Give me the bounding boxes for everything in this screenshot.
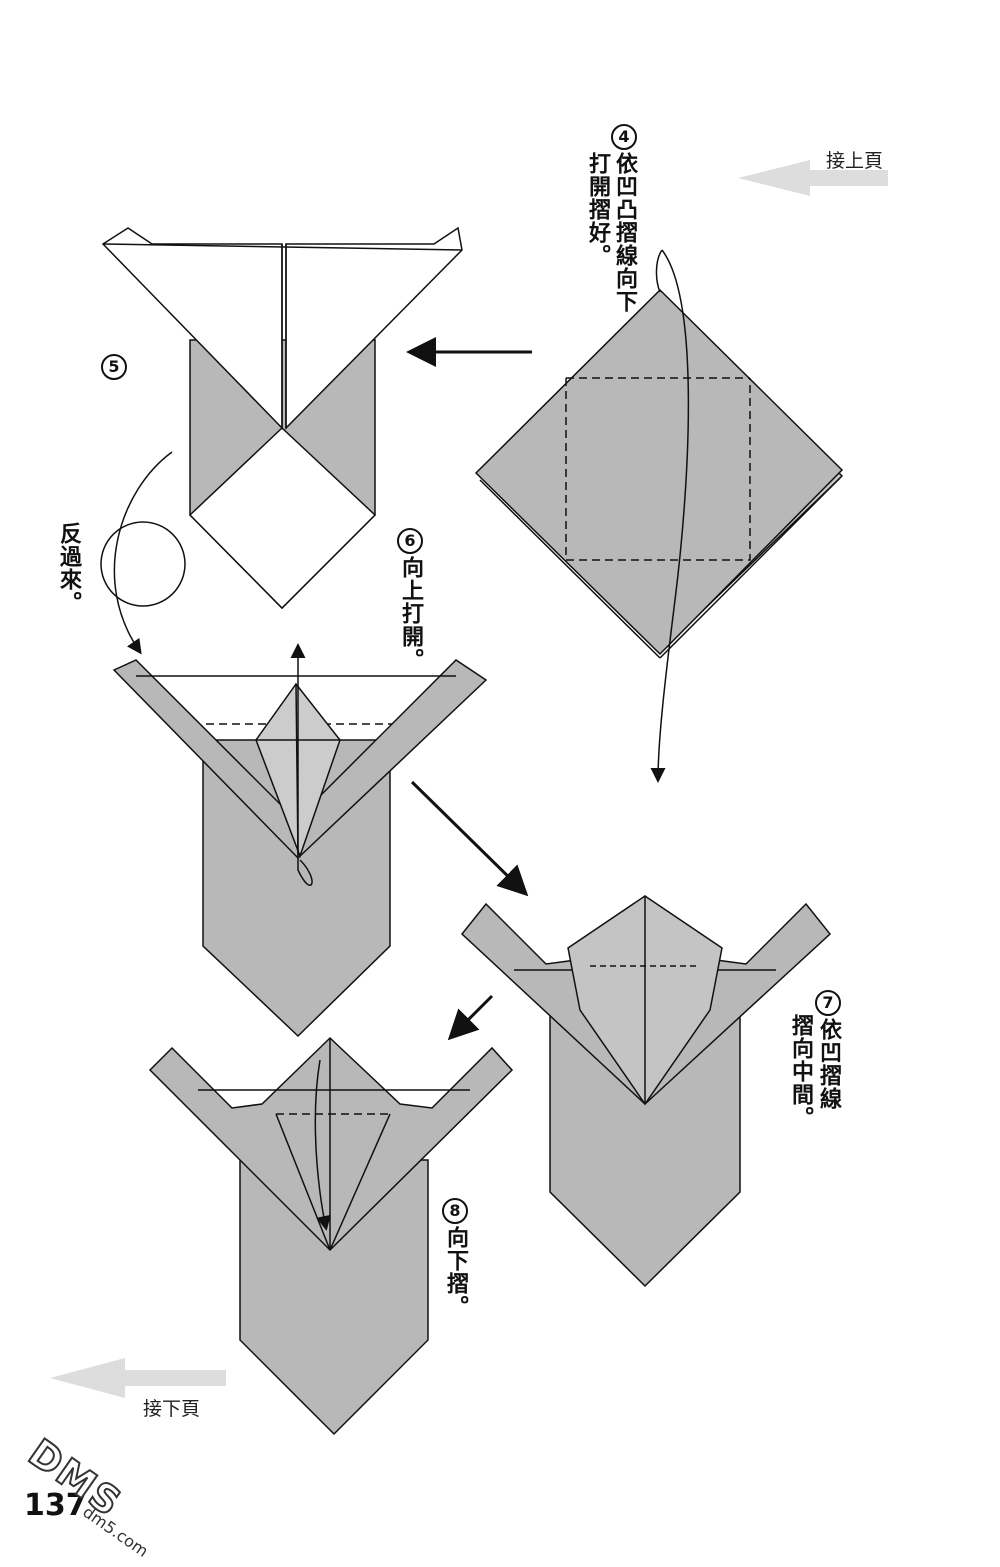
flip-label: 反過來。	[56, 522, 81, 614]
step8-shape	[148, 1036, 514, 1436]
step7-line1: 依凹摺線	[816, 1018, 841, 1110]
step8-number: 8	[442, 1198, 468, 1224]
prev-page-arrow	[738, 160, 888, 196]
flip-indicator	[100, 451, 186, 655]
step6-line1: 向上打開。	[398, 556, 423, 671]
step7-line2: 摺向中間。	[788, 1014, 813, 1129]
flow-arrow-7-8	[447, 994, 494, 1041]
prev-page-label: 接上頁	[826, 150, 884, 172]
step5-number: 5	[101, 354, 127, 380]
step6-number: 6	[397, 528, 423, 554]
next-page-arrow	[50, 1358, 226, 1398]
step6-shape	[112, 643, 488, 1038]
step4-line1: 依凹凸摺線向下	[612, 152, 637, 313]
step4-diamond	[474, 249, 844, 783]
step5-shape	[101, 226, 463, 610]
step8-line1: 向下摺。	[443, 1226, 468, 1318]
step7-number: 7	[815, 990, 841, 1016]
step4-line2: 打開摺好。	[585, 152, 610, 267]
step7-shape	[460, 894, 832, 1288]
next-page-label: 接下頁	[143, 1398, 201, 1420]
step4-number: 4	[611, 124, 637, 150]
page-number: 137	[24, 1488, 87, 1523]
flow-arrow-6-7	[410, 780, 529, 897]
